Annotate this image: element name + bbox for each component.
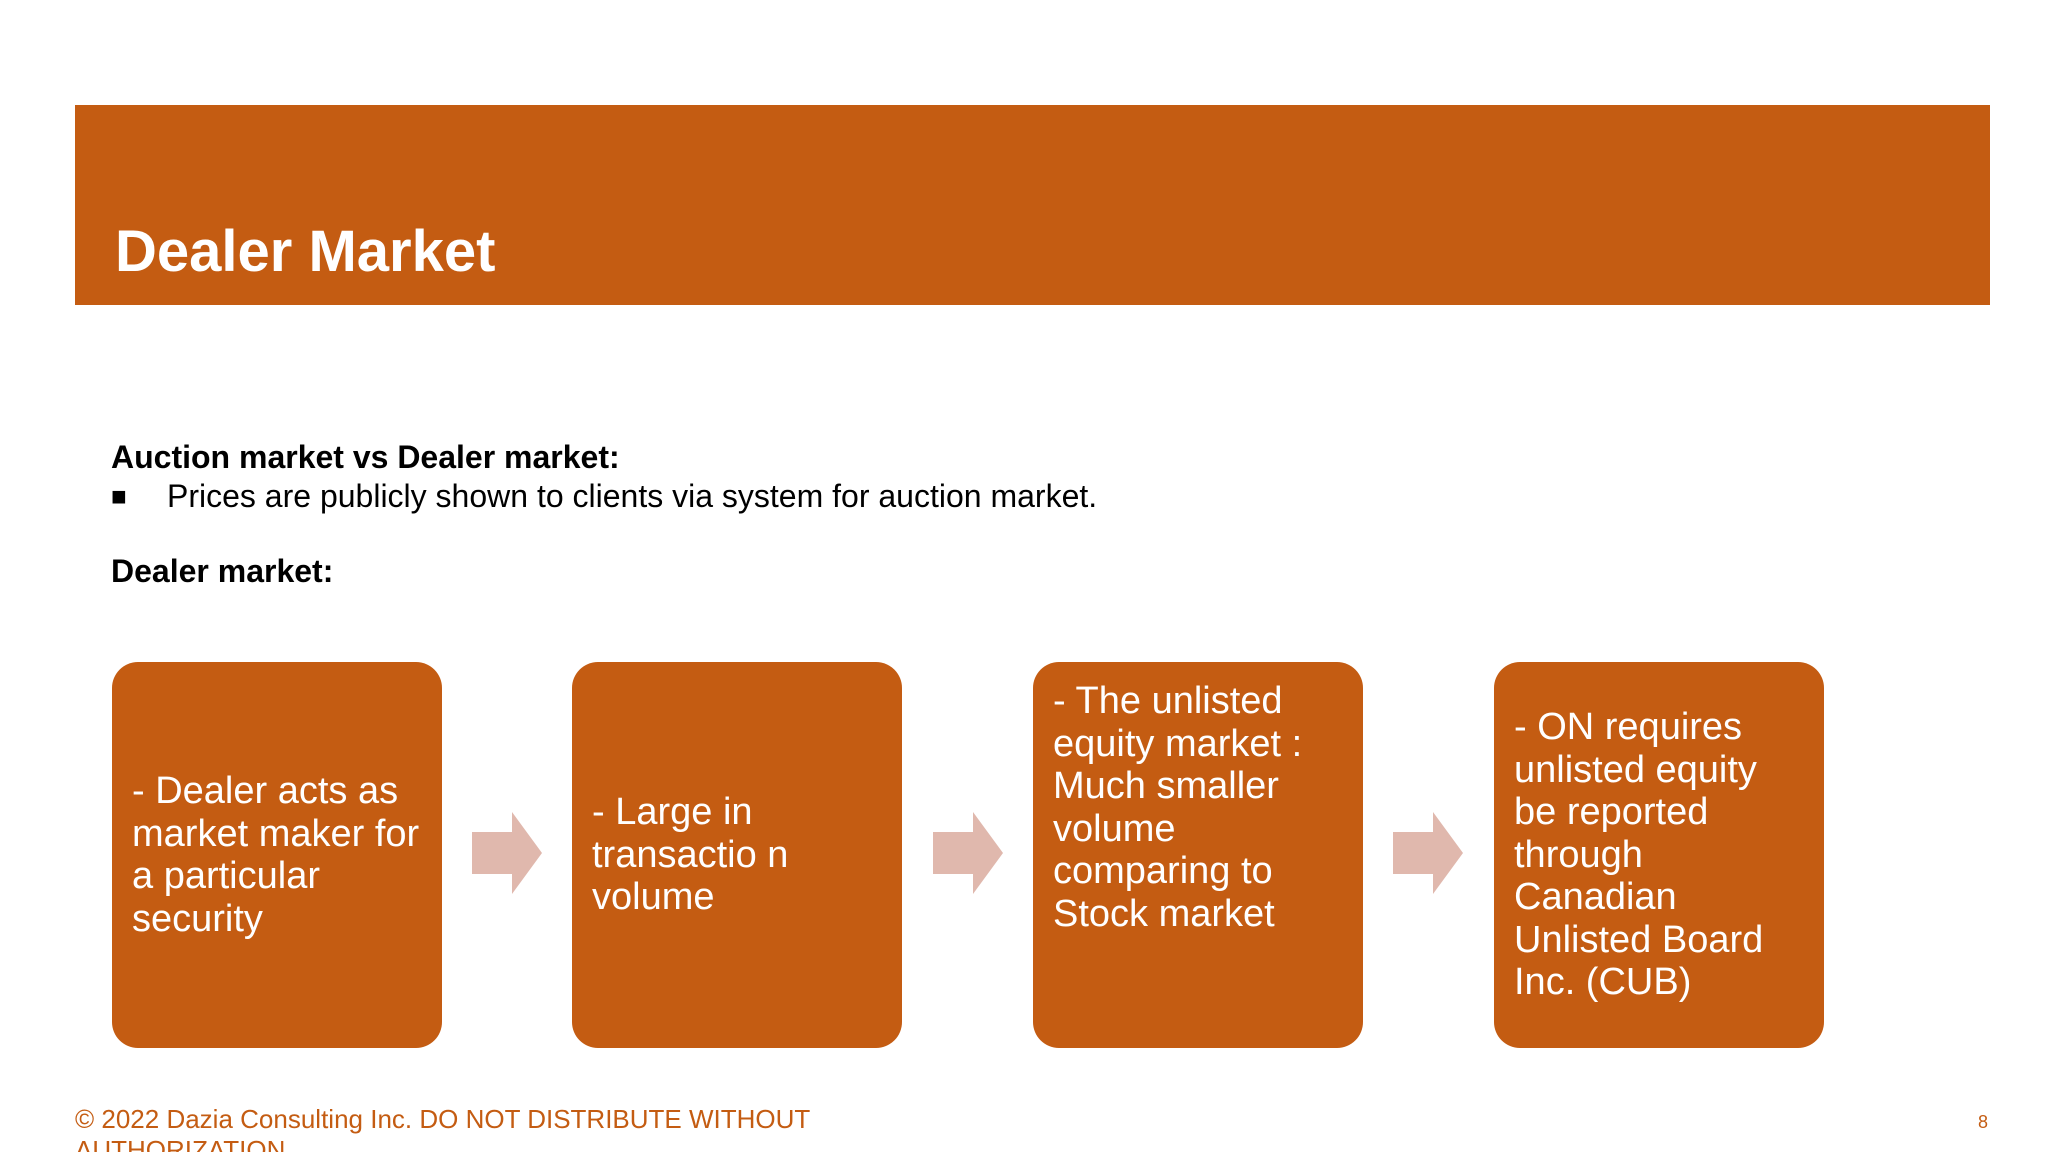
slide-title: Dealer Market xyxy=(115,219,496,284)
bullet-item: ■ Prices are publicly shown to clients v… xyxy=(111,477,1151,516)
section-heading: Auction market vs Dealer market: xyxy=(111,439,620,475)
flow-box-unlisted-market: - The unlisted equity market : Much smal… xyxy=(1033,662,1363,1048)
page-number: 8 xyxy=(1978,1112,1989,1132)
flow-box-transaction-volume: - Large in transactio n volume xyxy=(572,662,902,1048)
flow-box-dealer-role: - Dealer acts as market maker for a part… xyxy=(112,662,442,1048)
flow-box-text: - ON requires unlisted equity be reporte… xyxy=(1514,706,1764,1004)
content-area: Auction market vs Dealer market: ■ Price… xyxy=(111,438,1111,591)
title-bar: Dealer Market xyxy=(75,105,1990,305)
flow-box-text: - The unlisted equity market : Much smal… xyxy=(1053,680,1303,935)
dealer-market-heading: Dealer market: xyxy=(111,553,334,589)
right-arrow-icon xyxy=(472,812,542,894)
flow-box-cub-reporting: - ON requires unlisted equity be reporte… xyxy=(1494,662,1824,1048)
right-arrow-icon xyxy=(933,812,1003,894)
flow-box-text: - Dealer acts as market maker for a part… xyxy=(132,770,420,940)
square-bullet-icon: ■ xyxy=(111,481,127,511)
flow-box-text: - Large in transactio n volume xyxy=(592,791,789,919)
right-arrow-icon xyxy=(1393,812,1463,894)
copyright-footer: © 2022 Dazia Consulting Inc. DO NOT DIST… xyxy=(75,1104,810,1152)
bullet-text: Prices are publicly shown to clients via… xyxy=(167,478,1098,514)
